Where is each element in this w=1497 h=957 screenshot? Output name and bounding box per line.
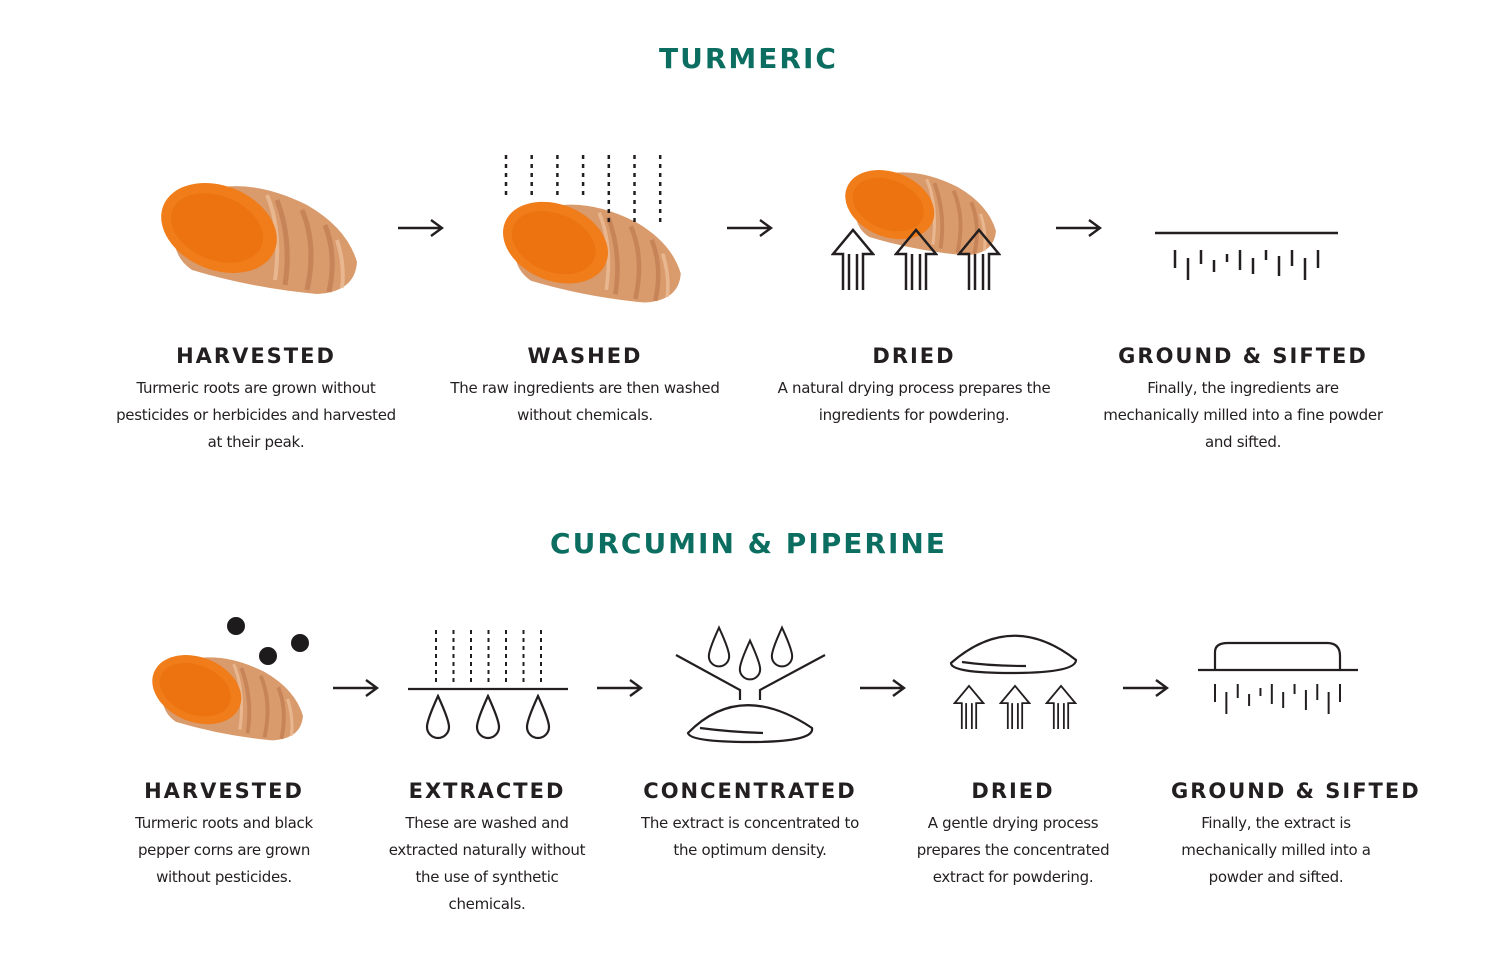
section-title-turmeric: TURMERIC (659, 42, 838, 75)
step-description: Turmeric roots are grown without pestici… (116, 379, 396, 451)
step-concentrated: CONCENTRATED The extract is concentrated … (635, 778, 865, 864)
step-dried: DRIED A gentle drying process prepares th… (911, 778, 1116, 891)
step-description: The raw ingredients are then washed with… (450, 379, 720, 424)
step-heading: HARVESTED (176, 344, 336, 368)
washing-icon (491, 155, 681, 303)
step-extracted: EXTRACTED These are washed and extracted … (385, 778, 590, 918)
drying-extract-icon (949, 634, 1078, 729)
turmeric-root-icon (148, 167, 357, 294)
step-description: The extract is concentrated to the optim… (640, 814, 859, 859)
drying-icon (831, 157, 1001, 290)
turmeric-peppercorn-icon (142, 617, 309, 740)
step-heading: CONCENTRATED (643, 779, 857, 803)
arrow-right-icon (1123, 678, 1169, 698)
extraction-icon (408, 630, 568, 740)
step-description: Turmeric roots and black pepper corns ar… (135, 814, 313, 886)
arrow-right-icon (398, 218, 444, 238)
step-heading: DRIED (971, 779, 1055, 803)
arrow-right-icon (860, 678, 906, 698)
section-title-curcumin-piperine: CURCUMIN & PIPERINE (550, 527, 947, 560)
step-heading: HARVESTED (144, 779, 304, 803)
step-heading: GROUND & SIFTED (1171, 779, 1421, 803)
step-dried: DRIED A natural drying process prepares t… (769, 343, 1059, 429)
step-heading: GROUND & SIFTED (1118, 344, 1368, 368)
step-heading: DRIED (872, 344, 956, 368)
step-heading: EXTRACTED (408, 779, 566, 803)
step-description: Finally, the ingredients are mechanicall… (1103, 379, 1383, 451)
sifting-icon (1198, 641, 1358, 714)
step-harvested: HARVESTED Turmeric roots and black pepper… (117, 778, 332, 891)
step-description: These are washed and extracted naturally… (388, 814, 586, 913)
arrow-right-icon (333, 678, 379, 698)
step-description: A gentle drying process prepares the con… (916, 814, 1110, 886)
step-ground-sifted: GROUND & SIFTED Finally, the ingredients … (1098, 343, 1388, 456)
arrow-right-icon (727, 218, 773, 238)
concentration-icon (675, 626, 826, 744)
step-ground-sifted: GROUND & SIFTED Finally, the extract is m… (1171, 778, 1421, 891)
arrow-right-icon (1056, 218, 1102, 238)
step-description: A natural drying process prepares the in… (777, 379, 1051, 424)
step-harvested: HARVESTED Turmeric roots are grown withou… (111, 343, 401, 456)
step-description: Finally, the extract is mechanically mil… (1181, 814, 1371, 886)
arrow-right-icon (597, 678, 643, 698)
step-washed: WASHED The raw ingredients are then washe… (440, 343, 730, 429)
step-heading: WASHED (527, 344, 643, 368)
grinding-sifting-icon (1152, 159, 1338, 280)
